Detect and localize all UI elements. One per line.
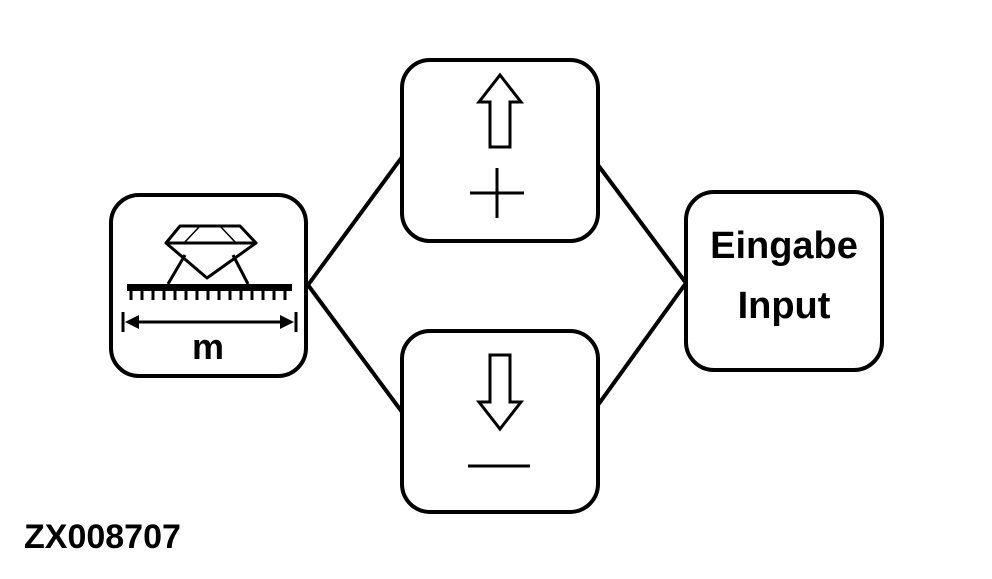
figure-code: ZX008707 (24, 518, 181, 556)
plus-icon (470, 168, 524, 218)
connector-increase-to-input (596, 163, 688, 285)
input-label-german: Eingabe (710, 225, 858, 267)
connector-decrease-to-input (596, 281, 688, 407)
input-button[interactable]: Eingabe Input (684, 190, 884, 372)
increase-button[interactable] (400, 58, 600, 243)
spreader-working-width-icon (121, 224, 298, 332)
arrow-down-icon (475, 353, 525, 432)
input-label-english: Input (738, 285, 831, 327)
connector-lines (306, 155, 688, 414)
decrease-button[interactable] (400, 329, 600, 514)
working-width-box[interactable]: m (109, 193, 308, 378)
connector-width-to-increase (306, 155, 404, 287)
unit-label: m (192, 326, 224, 367)
arrow-up-icon (475, 72, 525, 149)
connector-width-to-decrease (306, 283, 404, 414)
boom-nozzles (129, 291, 287, 300)
